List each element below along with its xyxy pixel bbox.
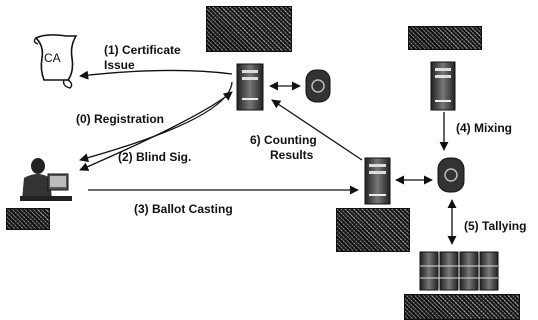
obscured-caption-top-server <box>206 6 292 52</box>
ca-label: CA <box>44 51 61 65</box>
label-certificate-issue: (1) Certificate <box>104 43 181 57</box>
arrow-certificate-issue <box>79 69 233 80</box>
obscured-caption-tally-servers <box>404 294 520 320</box>
label-counting-results: 6) Counting <box>250 133 317 147</box>
server-tower-icon <box>236 63 264 111</box>
arrow-blind-sig <box>79 91 233 171</box>
server-tower-icon <box>430 61 456 111</box>
label-blind-sig: (2) Blind Sig. <box>118 150 192 164</box>
label-counting-results-line2: Results <box>270 148 314 162</box>
database-drum-icon <box>305 69 331 103</box>
obscured-caption-voter <box>6 208 50 230</box>
voter-at-computer-icon <box>20 158 72 201</box>
database-drum-icon <box>437 157 465 193</box>
server-cluster-icon <box>419 251 499 291</box>
arrow-counting-results <box>271 99 363 161</box>
server-tower-icon <box>364 157 391 205</box>
label-ballot-casting: (3) Ballot Casting <box>134 202 233 216</box>
label-registration: (0) Registration <box>76 112 165 126</box>
flow-arrows <box>79 69 457 245</box>
obscured-caption-ballot-server <box>336 208 410 252</box>
obscured-caption-mix-server <box>408 26 482 50</box>
label-mixing: (4) Mixing <box>456 121 512 135</box>
certificate-scroll-icon <box>33 34 78 89</box>
label-tallying: (5) Tallying <box>464 219 527 233</box>
label-certificate-issue-line2: Issue <box>104 58 135 72</box>
